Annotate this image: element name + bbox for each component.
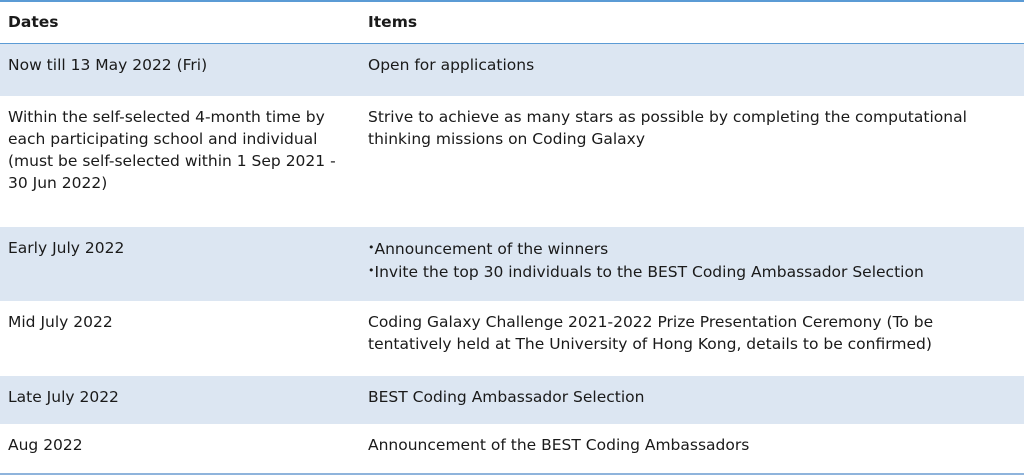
table-row: Aug 2022 Announcement of the BEST Coding… [0,424,1024,473]
table-row: Mid July 2022 Coding Galaxy Challenge 20… [0,301,1024,376]
row-item: Strive to achieve as many stars as possi… [368,108,967,148]
row-date: Aug 2022 [8,436,83,454]
table-row: Now till 13 May 2022 (Fri) Open for appl… [0,44,1024,96]
bullet-text: Invite the top 30 individuals to the BES… [374,263,924,281]
row-date: Now till 13 May 2022 (Fri) [8,56,208,74]
bullet-text: Announcement of the winners [374,240,609,258]
bullet-item: Announcement of the winners [368,237,1016,260]
row-date: Mid July 2022 [8,313,113,331]
row-date: Within the self-selected 4-month time by… [8,108,336,192]
header-dates: Dates [8,13,59,31]
row-item: Coding Galaxy Challenge 2021-2022 Prize … [368,313,934,353]
table-row: Early July 2022 Announcement of the winn… [0,227,1024,301]
row-item: Open for applications [368,56,535,74]
row-date: Early July 2022 [8,239,125,257]
row-item: BEST Coding Ambassador Selection [368,388,645,406]
table-header: Dates Items [0,2,1024,44]
row-date: Late July 2022 [8,388,119,406]
row-item: Announcement of the winners Invite the t… [360,227,1024,301]
header-items: Items [368,13,418,31]
bullet-item: Invite the top 30 individuals to the BES… [368,260,1016,283]
table-row: Late July 2022 BEST Coding Ambassador Se… [0,376,1024,424]
row-item: Announcement of the BEST Coding Ambassad… [368,436,750,454]
table-row: Within the self-selected 4-month time by… [0,96,1024,227]
